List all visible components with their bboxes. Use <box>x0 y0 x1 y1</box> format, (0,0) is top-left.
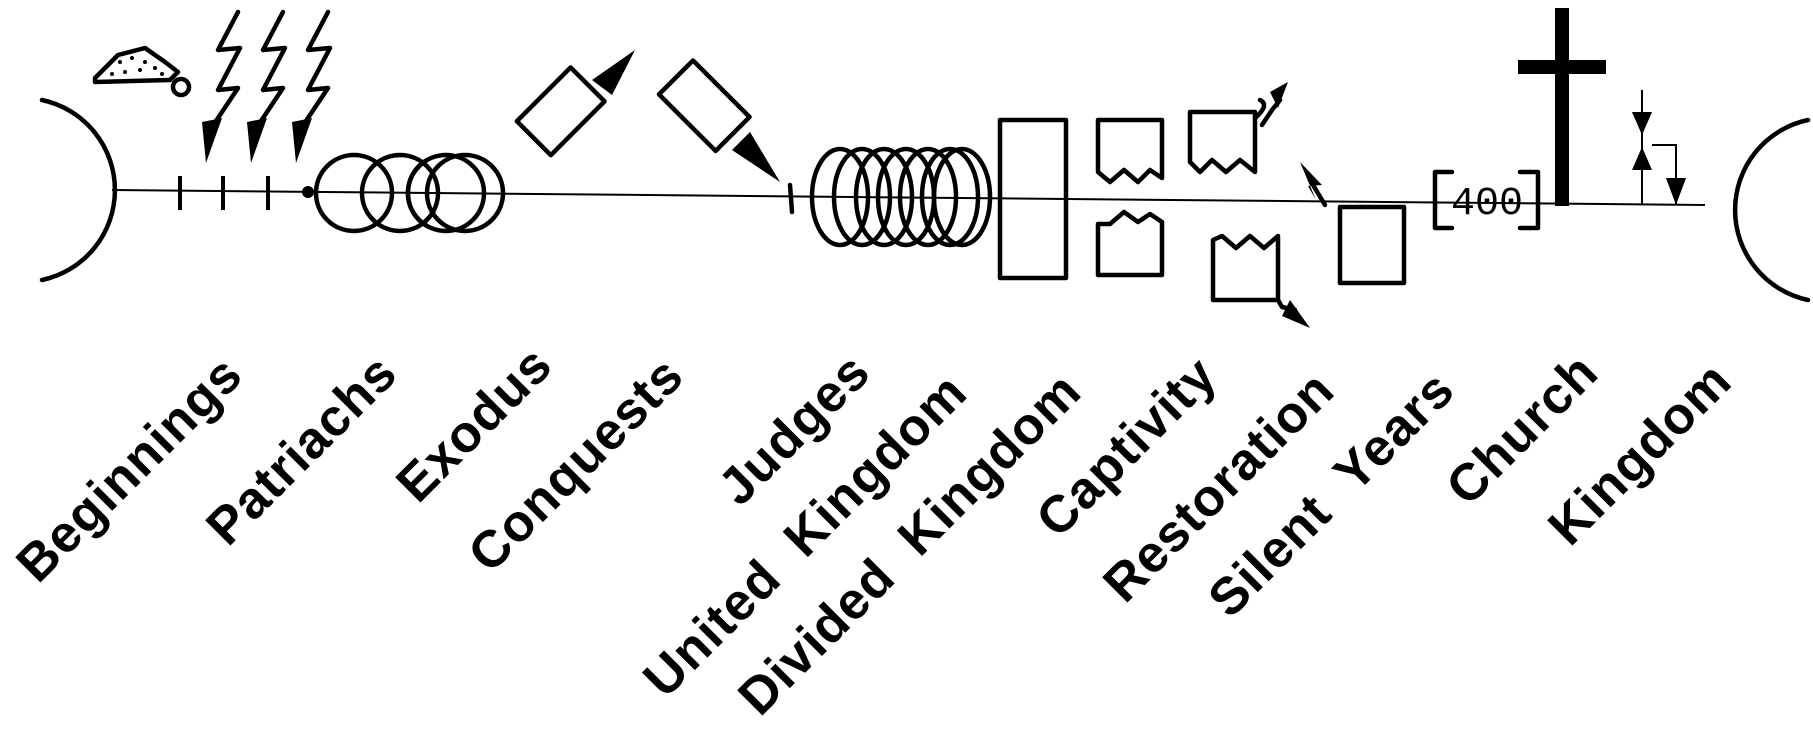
divided-kingdom-torn-box-icon <box>1095 209 1165 278</box>
cloud-icon <box>92 45 192 98</box>
patriachs-start-dot <box>302 186 314 198</box>
judges-coil-icon <box>787 146 993 248</box>
silent-years-box: 400 <box>1432 169 1541 231</box>
captivity-torn-box-icon <box>1187 97 1267 175</box>
restoration-arrow-icon <box>1300 162 1328 208</box>
church-rapture-arrows-icon <box>1632 90 1686 205</box>
exodus-arrow-icon <box>592 50 635 95</box>
conquests-arrow-icon <box>732 132 780 182</box>
united-kingdom-box-icon <box>997 117 1069 281</box>
lightning-bolt-icon <box>247 9 288 163</box>
eternity-future-arc <box>1732 117 1811 303</box>
conquests-box-icon <box>656 58 752 154</box>
cross-icon <box>1518 8 1606 206</box>
silent-years-count: 400 <box>1451 182 1523 227</box>
timeline-baseline <box>111 189 1706 206</box>
lightning-bolt-icon <box>202 9 243 163</box>
lightning-bolt-icon <box>292 9 333 163</box>
captivity-arrow-icon <box>1275 297 1310 328</box>
exodus-box-icon <box>514 65 607 158</box>
divided-kingdom-torn-box-icon <box>1095 117 1165 185</box>
captivity-torn-box-icon <box>1210 233 1281 303</box>
patriachs-circles-icon <box>313 152 506 234</box>
restoration-box-icon <box>1337 204 1407 286</box>
beginnings-tick-marks <box>178 176 270 210</box>
captivity-arrow-icon <box>1259 82 1288 128</box>
era-label-beginnings: Beginnings <box>5 345 253 593</box>
eternity-past-arc <box>39 97 118 283</box>
